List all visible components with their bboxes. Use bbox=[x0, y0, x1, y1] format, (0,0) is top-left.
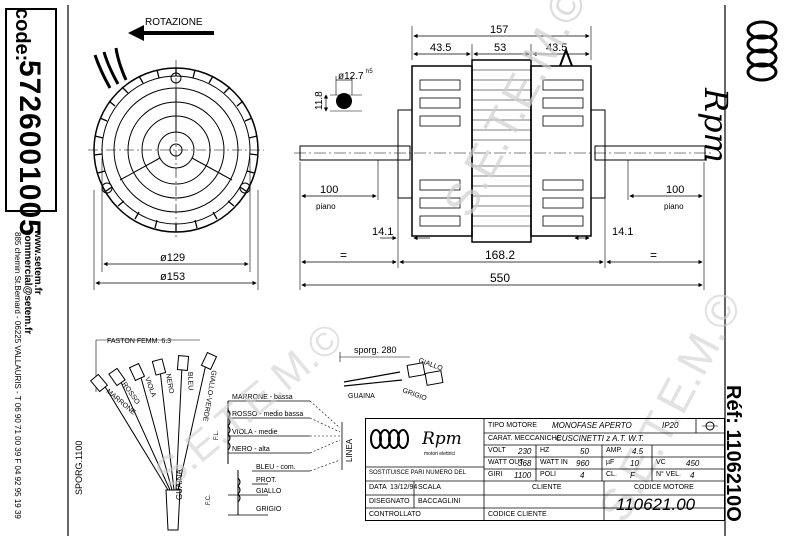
flat-word-left: piano bbox=[316, 202, 336, 211]
watermark-bottom: S.E.T.E.M.© bbox=[146, 313, 352, 496]
shaft-flat-label: 11.8 bbox=[314, 91, 325, 110]
vc-value: 450 bbox=[686, 459, 700, 468]
disegnato-value: BACCAGLINI bbox=[418, 498, 461, 505]
rotation-arrow-icon bbox=[128, 25, 214, 41]
tb-coil-logo-icon bbox=[370, 429, 409, 449]
wire-label-bleu: BLEU bbox=[186, 372, 194, 391]
codice-motore-value: 110621.00 bbox=[616, 495, 696, 514]
vc-label: VC bbox=[656, 459, 666, 466]
poli-value: 4 bbox=[580, 471, 585, 480]
guaina-label: GUAINA bbox=[175, 469, 184, 500]
amp-value: 4.5 bbox=[632, 447, 644, 456]
data-value: 13/12/94 bbox=[390, 484, 418, 491]
wire-label-viola: VIOLA bbox=[143, 376, 157, 398]
offset-right-label: 14.1 bbox=[612, 226, 633, 238]
codice-cliente-label: CODICE CLIENTE bbox=[488, 511, 547, 518]
wire-label-nero: NERO bbox=[164, 373, 175, 395]
tipo-motore-label: TIPO MOTORE bbox=[488, 422, 537, 429]
giri-label: GIRI bbox=[488, 471, 503, 478]
shaft-right-length: 100 bbox=[666, 184, 684, 196]
scala-label: SCALA bbox=[418, 484, 441, 491]
code-box bbox=[5, 8, 57, 212]
fc-label: F.C. bbox=[206, 494, 212, 505]
tb-brand: Rpm bbox=[422, 429, 462, 449]
segment-right-label: 43.5 bbox=[546, 42, 567, 54]
speed-bleu: BLEU - com. bbox=[256, 464, 296, 471]
wiring-bundle bbox=[89, 339, 218, 531]
giallo-label: GIALLO bbox=[256, 488, 282, 495]
watt-in-value: 960 bbox=[576, 459, 590, 468]
tipo-motore-value: MONOFASE APERTO bbox=[552, 421, 632, 430]
offset-left-label: 14.1 bbox=[372, 226, 393, 238]
hz-label: HZ bbox=[540, 447, 550, 454]
speed-marrone: MARRONE - bassa bbox=[232, 394, 293, 401]
body-length-label: 168.2 bbox=[485, 248, 515, 262]
cl-value: F bbox=[630, 471, 635, 480]
capacitor-leads bbox=[339, 352, 444, 387]
tb-brand-sub: motori elettrici bbox=[424, 451, 456, 457]
amp-label: AMP. bbox=[606, 447, 623, 454]
cliente-label: CLIENTE bbox=[532, 484, 562, 491]
cl-label: CL. bbox=[606, 471, 617, 478]
motor-front-view bbox=[88, 47, 264, 240]
volt-value: 230 bbox=[518, 447, 532, 456]
ip-value: IP20 bbox=[662, 421, 679, 430]
sporg-side-label: SPORG.1100 bbox=[74, 441, 84, 495]
uf-value: 10 bbox=[630, 459, 639, 468]
sporg-top-label: sporg. 280 bbox=[354, 345, 397, 355]
giallo-top-label: GIALLO bbox=[417, 357, 444, 372]
faston-label: FASTON FEMM. 6.3 bbox=[107, 338, 171, 345]
speed-nero: NERO - alta bbox=[232, 446, 270, 453]
nvel-label: N° VEL. bbox=[656, 471, 681, 478]
speed-rosso: ROSSO - medio bassa bbox=[232, 411, 303, 418]
segment-left-label: 43.5 bbox=[430, 42, 451, 54]
dia-outer-label: ø153 bbox=[160, 271, 185, 283]
hz-value: 50 bbox=[580, 447, 589, 456]
wiring-schematic bbox=[227, 400, 343, 516]
total-width-label: 157 bbox=[490, 24, 508, 36]
watt-in-label: WATT IN bbox=[540, 459, 568, 466]
dia-inner-label: ø129 bbox=[160, 252, 185, 264]
watt-out-value: 368 bbox=[518, 459, 532, 468]
linea-label: LINEA bbox=[345, 438, 354, 462]
shaft-left-length: 100 bbox=[320, 184, 338, 196]
shaft-section bbox=[323, 76, 362, 112]
codice-motore-label: CODICE MOTORE bbox=[634, 484, 694, 491]
flat-word-right: piano bbox=[664, 202, 684, 211]
carat-label: CARAT. MECCANICHE bbox=[488, 435, 562, 442]
watt-out-label: WATT OUT bbox=[488, 459, 524, 466]
projection-symbol-icon bbox=[702, 421, 718, 431]
prot-label: PROT. bbox=[256, 477, 277, 484]
shaft-tolerance-label: h5 bbox=[366, 69, 373, 75]
disegnato-label: DISEGNATO bbox=[369, 498, 410, 505]
carat-value: CUSCINETTI z A.T. W.T. bbox=[556, 434, 645, 443]
controllato-label: CONTROLLATO bbox=[369, 511, 421, 518]
title-block-grid bbox=[366, 419, 724, 520]
title-block: Rpm motori elettrici TIPO MOTORE MONOFAS… bbox=[365, 418, 725, 521]
shaft-diameter-label: ø12.7 bbox=[338, 71, 364, 82]
grigio-label: GRIGIO bbox=[256, 506, 282, 513]
giri-value: 1100 bbox=[514, 471, 532, 480]
guaina-top-label: GUAINA bbox=[348, 393, 375, 400]
poli-label: POLI bbox=[540, 471, 556, 478]
equal-right-label: = bbox=[650, 248, 657, 262]
coil-logo-icon bbox=[746, 20, 778, 82]
nvel-value: 4 bbox=[690, 471, 695, 480]
fl-label: F.L. bbox=[214, 430, 220, 440]
volt-label: VOLT bbox=[488, 447, 506, 454]
uf-label: µF bbox=[606, 459, 615, 466]
segment-mid-label: 53 bbox=[494, 42, 506, 54]
watermark-top: S.E.T.E.M.© bbox=[433, 0, 597, 225]
sostituisce-label: SOSTITUISCE PARI NUMERO DEL bbox=[369, 470, 466, 476]
speed-viola: VIOLA - medie bbox=[232, 429, 278, 436]
grigio-top-label: GRIGIO bbox=[401, 387, 428, 402]
data-label: DATA bbox=[369, 484, 387, 491]
rotation-label: ROTAZIONE bbox=[145, 17, 203, 28]
motor-side-view bbox=[294, 47, 712, 243]
equal-left-label: = bbox=[340, 248, 347, 262]
overall-length-label: 550 bbox=[490, 271, 510, 285]
